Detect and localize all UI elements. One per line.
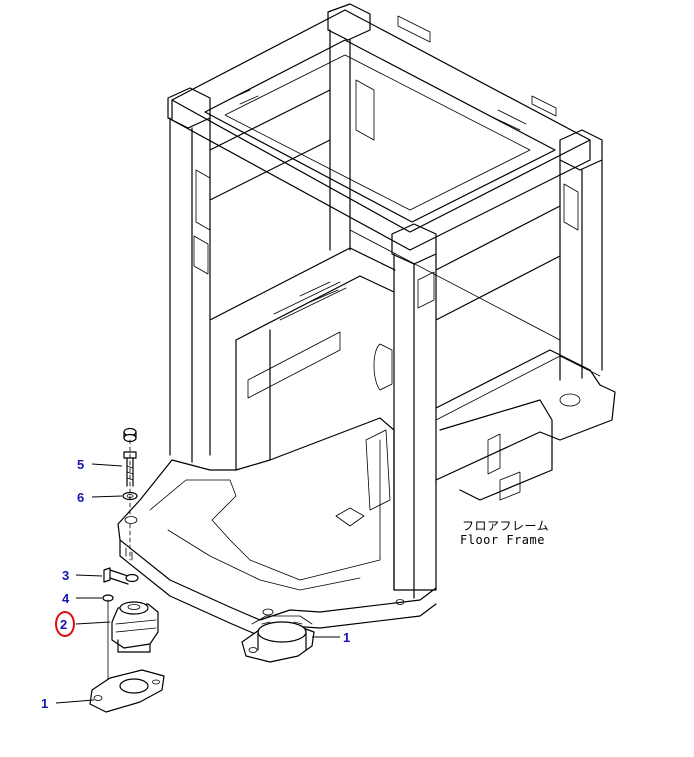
callout-6[interactable]: 6 xyxy=(77,490,84,505)
frame-top xyxy=(167,3,603,265)
frame-posts xyxy=(169,29,603,599)
floor-frame-base xyxy=(117,417,437,637)
mount-assembly-installed xyxy=(241,615,315,663)
leader-lines xyxy=(55,463,340,704)
exploded-parts xyxy=(89,427,165,713)
frame-rails xyxy=(209,89,616,527)
floor-frame-label-jp: フロアフレーム xyxy=(462,519,549,533)
callout-4[interactable]: 4 xyxy=(62,591,70,606)
callout-1-right[interactable]: 1 xyxy=(343,630,350,645)
callout-2[interactable]: 2 xyxy=(60,617,67,632)
callout-5[interactable]: 5 xyxy=(77,457,84,472)
floor-frame-label-en: Floor Frame xyxy=(460,533,545,547)
callout-2-highlight xyxy=(55,611,75,637)
callout-3[interactable]: 3 xyxy=(62,568,69,583)
callout-1-left[interactable]: 1 xyxy=(41,696,48,711)
